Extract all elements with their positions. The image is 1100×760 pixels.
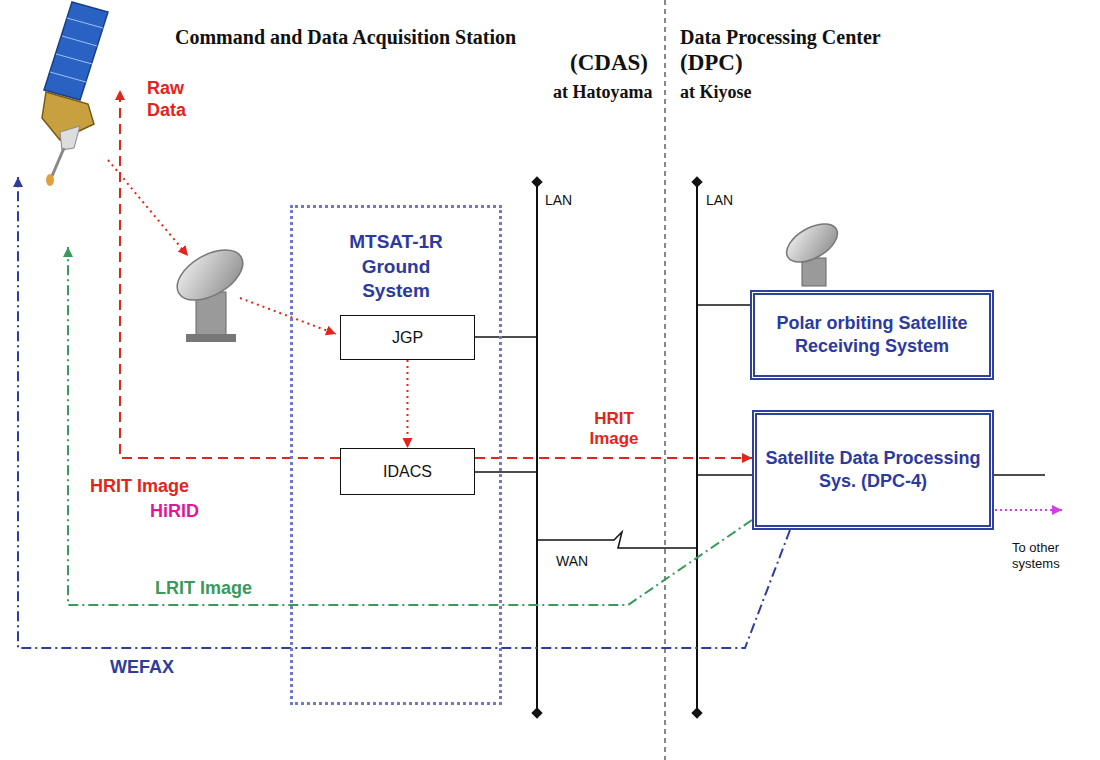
solar-panel: [44, 2, 108, 100]
lan-end: [531, 707, 542, 718]
antenna-dish: [169, 240, 251, 311]
signal-label: Raw Data: [147, 78, 197, 121]
node-text: IDACS: [383, 463, 432, 481]
lan-end: [691, 176, 702, 187]
lan-tap: [697, 304, 750, 306]
node-text: Satellite Data Processing Sys. (DPC-4): [765, 447, 981, 494]
satellite-illustration: [42, 2, 108, 186]
site-heading: Command and Data Acquisition Station: [175, 26, 516, 49]
antenna-to-jgp-arrow: [240, 298, 336, 334]
to-other-arrow: [990, 509, 1062, 511]
antenna-base: [186, 334, 236, 342]
lan-end: [691, 707, 702, 718]
wan-link: [537, 532, 697, 548]
ground-antenna: [169, 240, 251, 342]
lan-end: [531, 176, 542, 187]
network-label: WAN: [556, 553, 588, 569]
node-text: JGP: [392, 329, 423, 347]
antenna-dish: [780, 216, 843, 270]
site-location: at Kiyose: [680, 82, 752, 103]
edge-label: HRIT Image: [579, 409, 649, 450]
network-label: LAN: [706, 192, 733, 208]
wefax-uplink: [18, 177, 790, 648]
panel-line: [62, 36, 97, 46]
panel-line: [56, 54, 92, 64]
lan-tap: [475, 471, 537, 473]
signal-label: HRIT Image: [90, 476, 189, 497]
data-flow-arrow: [407, 360, 409, 448]
polar-antenna: [780, 216, 843, 286]
signal-label: HiRID: [150, 501, 199, 522]
lan-bus: [536, 182, 538, 713]
note-label: To other systems: [1012, 540, 1076, 573]
site-heading: Data Processing Center: [680, 26, 881, 49]
site-abbreviation: (CDAS): [570, 50, 648, 76]
node-text: Polar orbiting Satellite Receiving Syste…: [763, 312, 981, 359]
panel-line: [67, 18, 103, 28]
lan-tap: [697, 474, 752, 476]
data-flow-arrow: [475, 457, 752, 459]
site-location: at Hatoyama: [553, 82, 652, 103]
satellite-boom: [52, 148, 64, 176]
site-abbreviation: (DPC): [680, 50, 743, 76]
process-box: IDACS: [340, 448, 475, 495]
process-box: JGP: [340, 315, 475, 360]
system-group-box: MTSAT-1R Ground SystemJGP IDACS: [290, 205, 502, 705]
system-box: Polar orbiting Satellite Receiving Syste…: [750, 290, 994, 380]
signal-label: LRIT Image: [155, 578, 252, 599]
network-label: LAN: [545, 192, 572, 208]
satellite-bus: [60, 126, 80, 150]
hrit-uplink: [120, 90, 340, 458]
panel-line: [50, 72, 86, 82]
lan-tap: [475, 336, 537, 338]
site-divider: [665, 0, 666, 760]
satellite-nozzle: [46, 174, 54, 186]
signal-label: WEFAX: [110, 657, 174, 678]
lan-bus: [696, 182, 698, 713]
system-box: Satellite Data Processing Sys. (DPC-4): [752, 410, 994, 530]
group-heading: MTSAT-1R Ground System: [331, 230, 461, 304]
output-link: [990, 474, 1045, 476]
